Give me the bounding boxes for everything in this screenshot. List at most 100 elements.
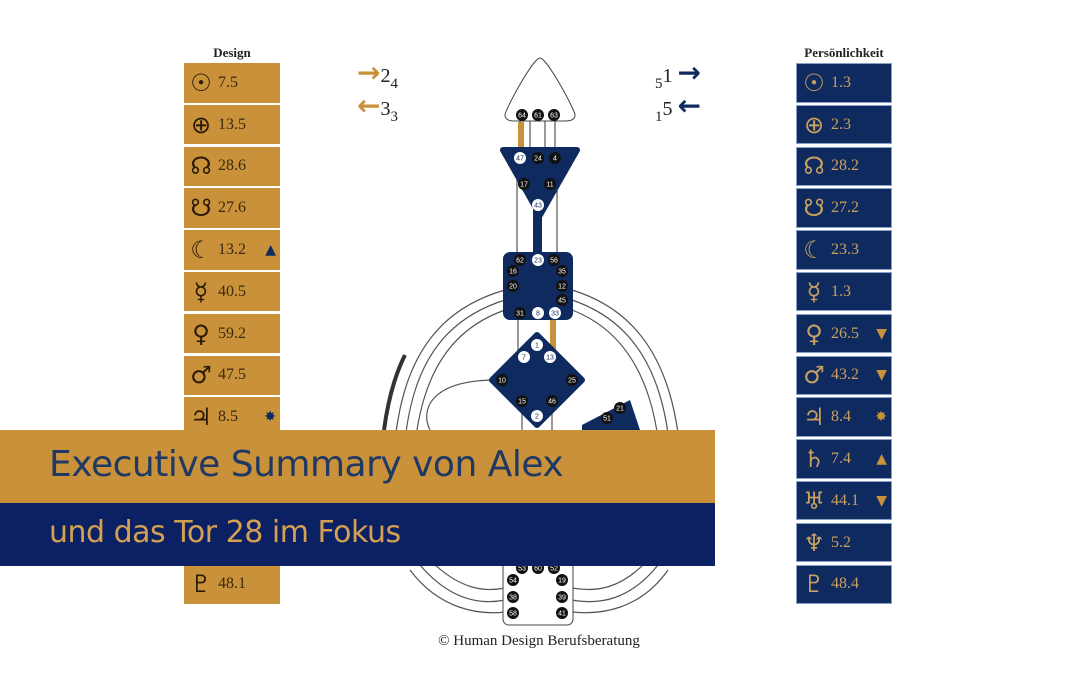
gate-circle: [544, 178, 556, 190]
gate-line-value: 7.4: [831, 449, 851, 467]
neptune-icon: ♆: [803, 528, 825, 557]
arrow-left-icon: ←: [677, 89, 701, 122]
gate-number: 21: [616, 406, 624, 413]
planet-row: ♀59.2: [184, 313, 280, 354]
gate-number: 7: [522, 355, 526, 362]
fixing-mark-icon: ▼: [876, 325, 887, 342]
gate-circle: [532, 152, 544, 164]
gate-circle: [507, 591, 519, 603]
gate-number: 60: [534, 566, 542, 573]
fixing-mark-icon: ▼: [876, 367, 887, 384]
south-node-icon: ☋: [190, 194, 212, 223]
gate-circle: [507, 280, 519, 292]
gate-number: 46: [548, 399, 556, 406]
gate-circle: [532, 254, 544, 266]
design-variables: →24 ←33: [357, 56, 398, 125]
variable-value: 1: [662, 65, 673, 87]
gate-circle: [514, 307, 526, 319]
gate-line-value: 8.4: [831, 408, 851, 426]
gate-number: 12: [558, 284, 566, 291]
fixing-mark-icon: ▲: [265, 241, 276, 258]
gate-number: 25: [568, 378, 576, 385]
gate-line-value: 13.5: [218, 115, 246, 133]
gate-circle: [531, 339, 543, 351]
mars-icon: ♂: [190, 361, 212, 390]
gate-circle: [531, 410, 543, 422]
variable-row: 51 →: [655, 56, 701, 92]
gate-number: 58: [509, 611, 517, 618]
gate-number: 38: [509, 595, 517, 602]
gate-circle: [548, 254, 560, 266]
gate-circle: [507, 574, 519, 586]
jupiter-icon: ♃: [190, 403, 212, 432]
planet-row: ♂ 47.5: [184, 355, 280, 396]
earth-icon: ⊕: [803, 110, 825, 139]
title-banner: Executive Summary von Alex: [0, 430, 715, 503]
planet-row: ☿1.3: [796, 271, 892, 312]
gate-number: 43: [534, 203, 542, 210]
gate-number: 31: [516, 311, 524, 318]
gate-number: 33: [551, 311, 559, 318]
personality-variables: 51 → 15 ←: [655, 56, 701, 125]
gate-line-value: 48.4: [831, 575, 859, 593]
gate-line-value: 1.3: [831, 282, 851, 300]
planet-row: ♀ 26.5 ▼: [796, 313, 892, 354]
moon-icon: ☾: [803, 235, 825, 264]
planet-row: ☿40.5: [184, 271, 280, 312]
gate-number: 10: [498, 378, 506, 385]
gate-circle: [518, 178, 530, 190]
personality-column: ☉1.3⊕2.3☊28.2☋27.2☾23.3☿1.3♀26.5▼♂43.2▼♃…: [796, 63, 892, 606]
banner-subtitle: und das Tor 28 im Fokus: [49, 515, 401, 550]
gate-line-value: 7.5: [218, 73, 238, 91]
variable-sub: 1: [655, 109, 663, 125]
planet-row: ♅44.1▼: [796, 480, 892, 521]
mars-icon: ♂: [803, 361, 825, 390]
pluto-icon: ♇: [190, 570, 212, 599]
gate-line-value: 2.3: [831, 115, 851, 133]
gate-circle: [507, 265, 519, 277]
gate-line-value: 26.5: [831, 324, 859, 342]
gate-number: 1: [535, 343, 539, 350]
south-node-icon: ☋: [803, 194, 825, 223]
gate-circle: [601, 412, 613, 424]
gate-number: 11: [546, 182, 553, 189]
gate-line-value: 28.6: [218, 157, 246, 175]
gate-number: 16: [509, 269, 517, 276]
fixing-mark-icon: ✸: [875, 409, 887, 426]
arrow-right-icon: →: [357, 56, 381, 89]
gate-circle: [556, 294, 568, 306]
gate-number: 2: [535, 414, 539, 421]
variable-value: 3: [380, 98, 391, 120]
gate-line-value: 47.5: [218, 366, 246, 384]
saturn-icon: ♄: [803, 444, 825, 473]
gate-line-value: 8.5: [218, 408, 238, 426]
gate-line-value: 27.2: [831, 199, 859, 217]
variable-sub: 3: [390, 109, 398, 125]
gate-number: 63: [550, 113, 558, 120]
gate-number: 15: [518, 399, 526, 406]
variable-row: 15 ←: [655, 89, 701, 125]
gate-line-value: 40.5: [218, 282, 246, 300]
moon-icon: ☾: [190, 235, 212, 264]
gate-circle: [546, 395, 558, 407]
gate-number: 13: [546, 355, 554, 362]
gate-circle: [556, 280, 568, 292]
gate-line-value: 1.3: [831, 73, 851, 91]
gate-number: 54: [509, 578, 517, 585]
planet-row: ☋ 27.2: [796, 188, 892, 228]
fixing-mark-icon: ▼: [876, 492, 887, 509]
earth-icon: ⊕: [190, 110, 212, 139]
north-node-icon: ☊: [190, 152, 212, 181]
gate-number: 20: [509, 284, 517, 291]
planet-row: ☋ 27.6: [184, 188, 280, 228]
gate-number: 51: [603, 416, 611, 423]
venus-icon: ♀: [805, 319, 823, 348]
sun-icon: ☉: [803, 68, 825, 97]
gate-circle: [532, 199, 544, 211]
gate-circle: [514, 152, 526, 164]
gate-number: 64: [518, 113, 526, 120]
gate-number: 8: [536, 311, 540, 318]
gate-number: 39: [558, 595, 566, 602]
gate-line-value: 27.6: [218, 199, 246, 217]
planet-row: ☊28.2: [796, 146, 892, 187]
